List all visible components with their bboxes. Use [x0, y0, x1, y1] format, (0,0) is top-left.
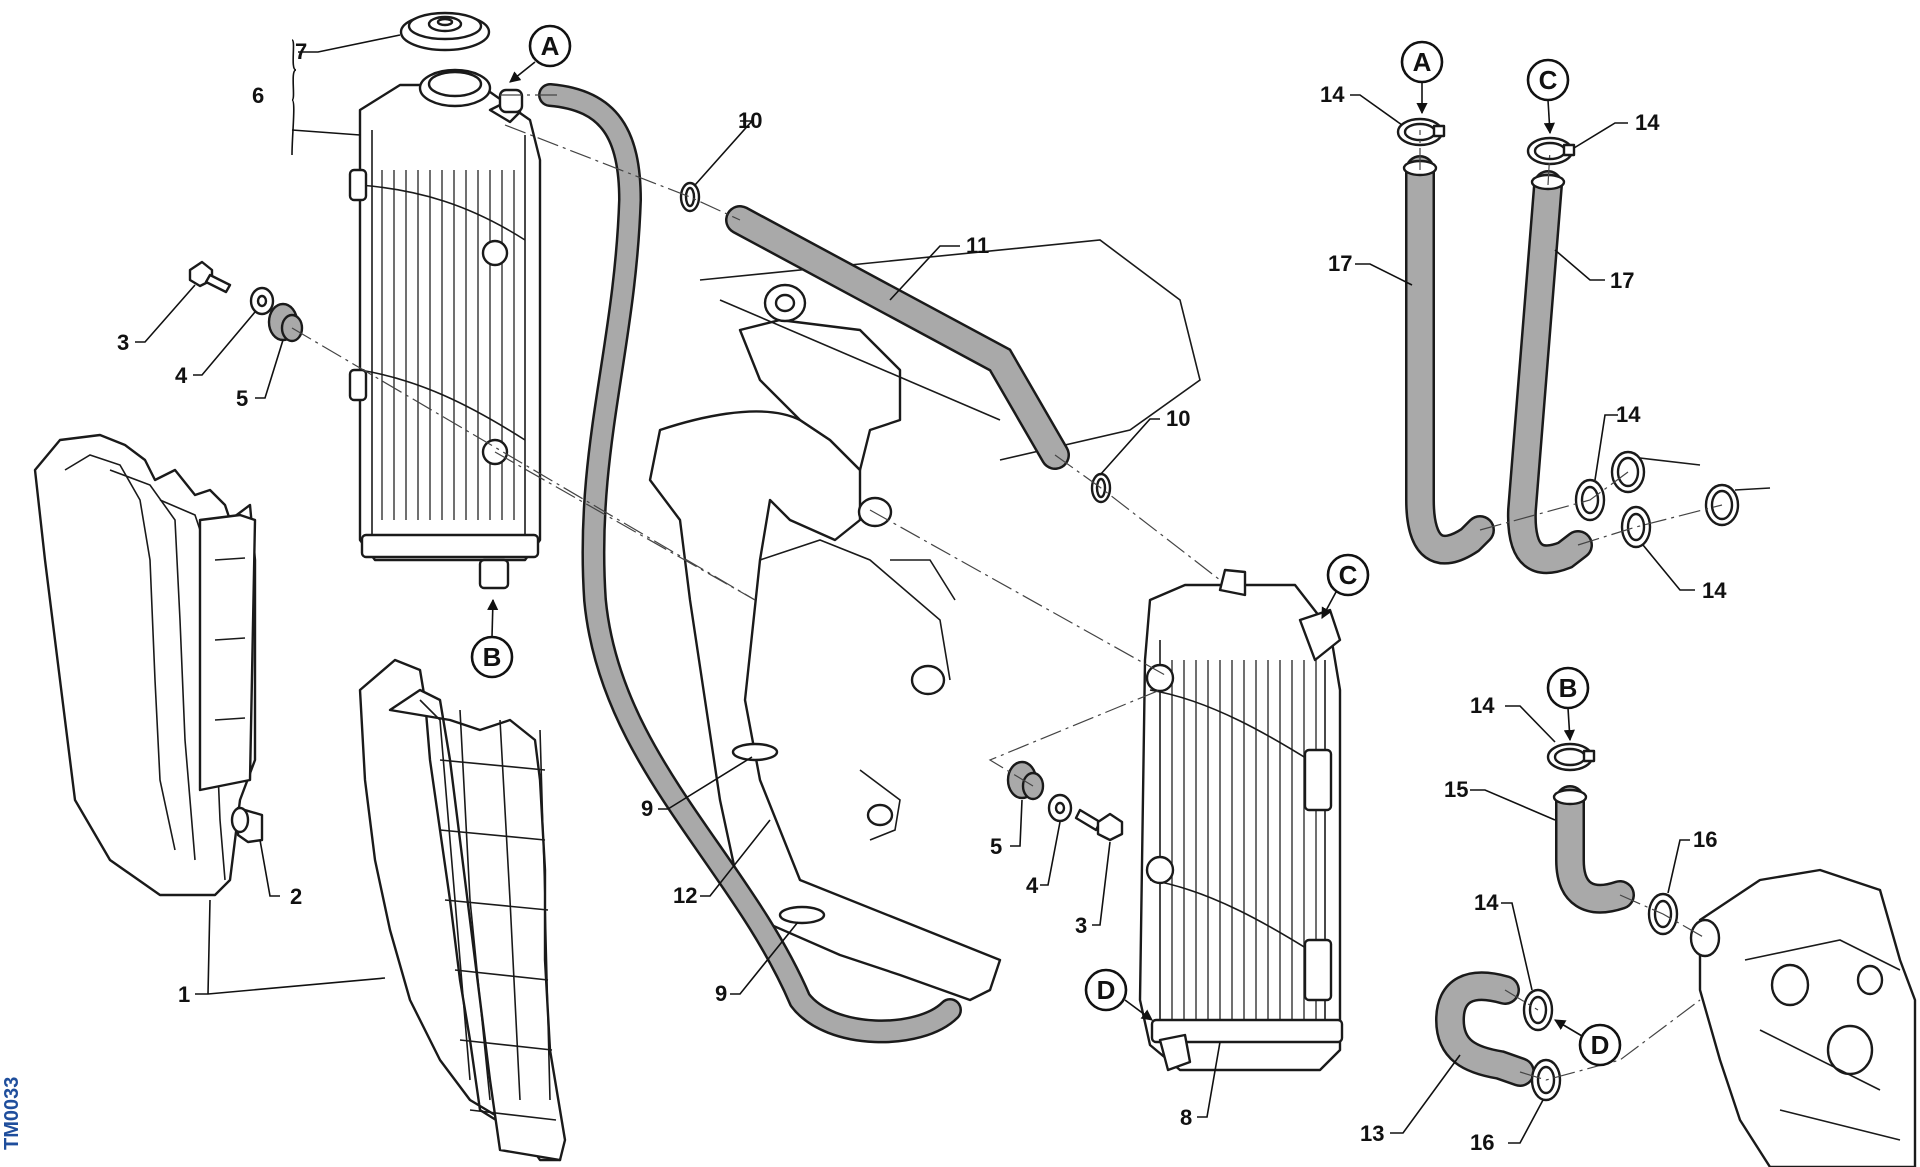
engine-section	[1689, 868, 1917, 1167]
assembly-lines	[291, 94, 1723, 1081]
label-9-upper: 9	[641, 796, 653, 821]
clamp-14-a	[1396, 117, 1446, 147]
connector-b-hose: B	[1546, 666, 1590, 742]
connector-d-hose: D	[1554, 1019, 1622, 1067]
label-17-right: 17	[1610, 268, 1634, 293]
label-2: 2	[290, 884, 302, 909]
connector-c-hose: C	[1526, 58, 1570, 135]
connector-a-hose: A	[1400, 40, 1444, 115]
hose-13	[1434, 971, 1535, 1087]
figure-code: TM0033	[1, 1077, 23, 1150]
bolt-left	[188, 260, 232, 294]
hose-15	[1552, 785, 1635, 914]
grommet-right	[1006, 760, 1045, 801]
label-12: 12	[673, 883, 697, 908]
left-radiator	[348, 68, 542, 590]
label-10-top: 10	[738, 108, 762, 133]
label-17-left: 17	[1328, 251, 1352, 276]
left-shroud	[33, 433, 257, 897]
hose-17-left	[1402, 155, 1495, 565]
clamp-14-mid-lower	[1620, 505, 1652, 549]
nipple-2	[230, 806, 264, 844]
svg-text:C: C	[1539, 65, 1558, 95]
grommet-left	[267, 302, 304, 343]
hose-11	[725, 205, 1070, 470]
label-10-right: 10	[1166, 406, 1190, 431]
label-14-a: 14	[1320, 82, 1345, 107]
label-14-mid-lower: 14	[1702, 578, 1727, 603]
label-15: 15	[1444, 777, 1468, 802]
label-3-left: 3	[117, 330, 129, 355]
clip-9-upper	[731, 742, 779, 762]
svg-text:D: D	[1591, 1030, 1610, 1060]
label-4-left: 4	[175, 363, 188, 388]
connector-d-right-radiator: D	[1084, 968, 1153, 1021]
bolt-right	[1074, 808, 1124, 842]
leader-lines	[135, 34, 1695, 1144]
label-7: 7	[295, 39, 307, 64]
connector-c-right-radiator: C	[1321, 553, 1370, 619]
label-3-right: 3	[1075, 913, 1087, 938]
label-1: 1	[178, 982, 190, 1007]
label-4-right: 4	[1026, 873, 1039, 898]
label-13: 13	[1360, 1121, 1384, 1146]
label-14-b: 14	[1470, 693, 1495, 718]
washer-right	[1047, 793, 1073, 823]
right-radiator	[1138, 568, 1344, 1072]
frame-section	[648, 239, 1201, 1002]
label-5-right: 5	[990, 834, 1002, 859]
label-5-left: 5	[236, 386, 248, 411]
label-9-lower: 9	[715, 981, 727, 1006]
hose-12	[538, 83, 962, 1044]
clip-9-lower	[778, 905, 826, 925]
clip-10-top	[679, 181, 701, 213]
label-14-mid-upper: 14	[1616, 402, 1641, 427]
label-6: 6	[252, 83, 264, 108]
part-number-labels: 7 6 3 4 5 2 1 10 11 10 9 12 9 5 4 3 8 14…	[117, 39, 1727, 1155]
svg-text:C: C	[1339, 560, 1358, 590]
connector-b-left: B	[470, 598, 514, 679]
svg-text:B: B	[1559, 673, 1578, 703]
right-radiator-fins	[1171, 660, 1317, 1020]
label-16-upper: 16	[1693, 827, 1717, 852]
fitting-upper	[1610, 450, 1701, 494]
label-14-d: 14	[1474, 890, 1499, 915]
label-11: 11	[966, 233, 989, 258]
fitting-lower	[1704, 483, 1771, 527]
front-grille	[358, 658, 567, 1162]
svg-text:A: A	[541, 31, 560, 61]
left-radiator-fins	[381, 170, 515, 520]
hose-17-right	[1506, 170, 1593, 575]
label-8: 8	[1180, 1105, 1192, 1130]
washer-left	[249, 286, 275, 316]
svg-text:B: B	[483, 642, 502, 672]
svg-text:A: A	[1413, 47, 1432, 77]
connector-a-top: A	[509, 24, 572, 83]
clamp-14-c	[1526, 136, 1576, 166]
label-14-c: 14	[1635, 110, 1660, 135]
label-16-lower: 16	[1470, 1130, 1494, 1155]
clamp-14-b	[1546, 742, 1596, 772]
radiator-cap	[399, 11, 491, 52]
svg-text:D: D	[1097, 975, 1116, 1005]
